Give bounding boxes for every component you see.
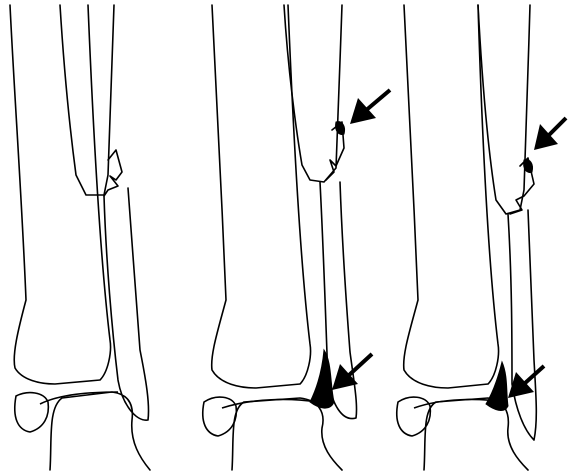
talus-outline — [232, 398, 342, 470]
fracture-fragment — [104, 150, 122, 196]
talus-outline — [50, 392, 150, 470]
panel-1 — [10, 5, 150, 470]
panel-2 — [203, 5, 390, 470]
medial-bone — [15, 393, 49, 432]
syndesmosis-marker — [486, 362, 508, 410]
talus-outline — [424, 398, 528, 470]
arrow-icon — [332, 354, 372, 390]
fibula-lower — [104, 188, 149, 420]
arrow-icon — [350, 90, 390, 124]
fibula-upper — [60, 5, 114, 195]
fibula-lower — [508, 210, 536, 440]
arrow-icon — [508, 366, 544, 398]
tibia-outline — [212, 5, 311, 388]
ankle-joint-line — [40, 392, 118, 404]
medial-bone — [203, 397, 237, 436]
panel-3 — [397, 5, 566, 470]
tibia-outline — [404, 5, 499, 388]
syndesmosis-marker — [310, 350, 334, 408]
arrow-icon — [534, 118, 566, 150]
